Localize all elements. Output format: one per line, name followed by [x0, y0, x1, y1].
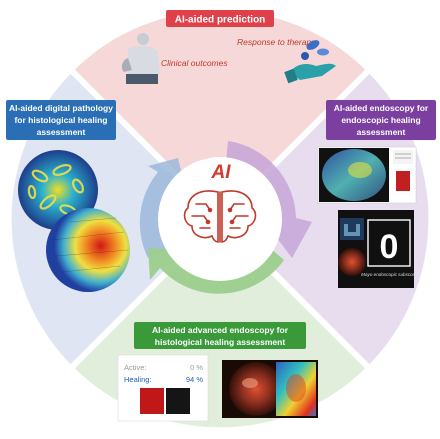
active-value: 0 % [190, 363, 203, 372]
prediction-title: AI-aided prediction [175, 15, 266, 26]
mayo-score-caption: Mayo endoscopic subscore [361, 272, 417, 277]
pathology-title-line-1: AI-aided digital pathology [9, 103, 113, 113]
clinical-outcomes-label: Clinical outcomes [161, 58, 228, 68]
response-to-therapy-label: Response to therapy [237, 37, 316, 47]
cycle-arrow-green [148, 248, 284, 294]
endoscopy-title-line-2: endoscopic healing [341, 115, 420, 125]
pathology-title-line-2: for histological healing [14, 115, 107, 125]
patient-icon [121, 33, 160, 84]
endoscopy-title-line-1: AI-aided endoscopy for [334, 103, 429, 113]
brain-icon [183, 190, 257, 243]
endoscopy-title-box [326, 100, 436, 140]
prediction-title-box [166, 10, 274, 27]
center-ai-label: AI [211, 162, 232, 183]
healing-result-panel: Active: 0 % Healing: 94 % [117, 354, 209, 422]
mayo-score-screen: 0 Mayo endoscopic subscore [338, 210, 417, 288]
healing-value: 94 % [186, 375, 203, 384]
pathology-title-box [6, 100, 116, 140]
advanced-title-box [134, 322, 306, 349]
active-label: Active: [124, 363, 147, 372]
cycle-arrow-purple [226, 141, 312, 258]
healing-label: Healing: [124, 375, 152, 384]
endoscopy-heatmap-screen [317, 146, 417, 204]
hand-pills-icon [284, 40, 336, 84]
ring-segment-right [220, 71, 429, 367]
pathology-title-line-3: assessment [37, 127, 86, 137]
endoscopy-title-line-3: assessment [357, 127, 406, 137]
histology-heatmap-image-2 [46, 208, 130, 292]
mayo-score-value: 0 [380, 228, 399, 266]
advanced-title-line-2: histological healing assessment [155, 337, 286, 347]
advanced-title-line-1: AI-aided advanced endoscopy for [152, 325, 289, 335]
advanced-endoscopy-images [222, 360, 318, 418]
